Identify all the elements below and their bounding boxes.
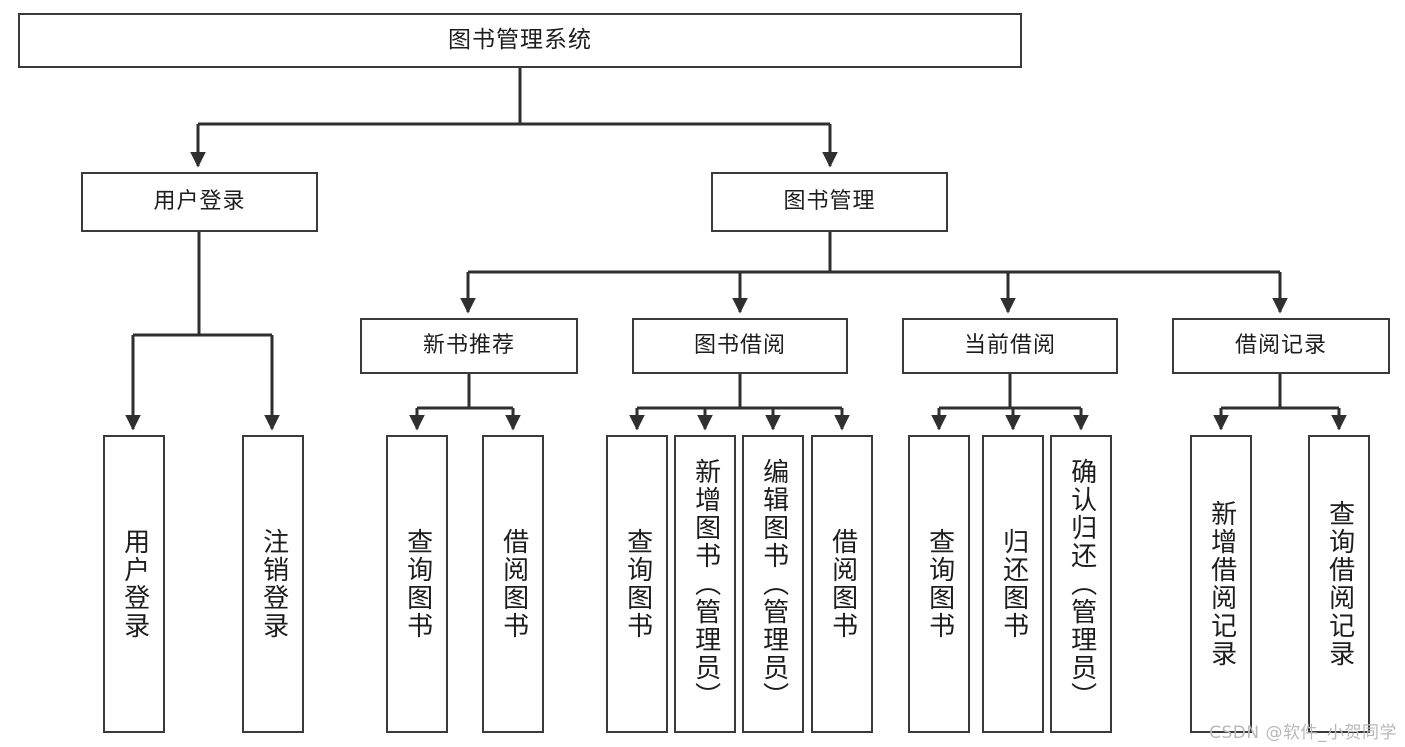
node-leaf-user-login-label: 用户登录 (119, 528, 150, 640)
node-leaf-query-book-3-label: 查询图书 (924, 528, 955, 640)
node-new-book-recommend[interactable]: 新书推荐 (360, 318, 578, 374)
node-root[interactable]: 图书管理系统 (18, 13, 1022, 68)
node-leaf-logout-label: 注销登录 (258, 528, 289, 640)
node-leaf-logout[interactable]: 注销登录 (242, 435, 304, 733)
node-leaf-return-book-label: 归还图书 (998, 528, 1029, 640)
node-book-manage[interactable]: 图书管理 (711, 172, 948, 232)
node-root-label: 图书管理系统 (448, 26, 592, 53)
node-book-borrow-label: 图书借阅 (693, 332, 786, 358)
node-leaf-query-book-1-label: 查询图书 (402, 528, 433, 640)
node-user-login[interactable]: 用户登录 (81, 172, 318, 232)
node-leaf-borrow-book-2[interactable]: 借阅图书 (811, 435, 873, 733)
node-leaf-add-book[interactable]: 新增图书（管理员） (674, 435, 736, 733)
node-leaf-add-record[interactable]: 新增借阅记录 (1190, 435, 1252, 733)
csdn-watermark: CSDN @软件_小贺同学 (1209, 723, 1397, 743)
node-leaf-query-record[interactable]: 查询借阅记录 (1308, 435, 1370, 733)
node-leaf-confirm-return[interactable]: 确认归还（管理员） (1050, 435, 1112, 733)
node-new-book-recommend-label: 新书推荐 (422, 332, 515, 358)
node-leaf-query-record-label: 查询借阅记录 (1324, 500, 1355, 668)
node-leaf-add-book-label: 新增图书（管理员） (690, 458, 721, 710)
node-borrow-record-label: 借阅记录 (1234, 332, 1327, 358)
node-leaf-add-record-label: 新增借阅记录 (1206, 500, 1237, 668)
node-leaf-return-book[interactable]: 归还图书 (982, 435, 1044, 733)
node-leaf-query-book-2-label: 查询图书 (622, 528, 653, 640)
node-user-login-label: 用户登录 (153, 188, 246, 214)
node-leaf-query-book-3[interactable]: 查询图书 (908, 435, 970, 733)
node-book-manage-label: 图书管理 (783, 188, 876, 214)
node-leaf-user-login[interactable]: 用户登录 (103, 435, 165, 733)
node-leaf-confirm-return-label: 确认归还（管理员） (1066, 458, 1097, 710)
node-leaf-query-book-1[interactable]: 查询图书 (386, 435, 448, 733)
node-leaf-borrow-book-1[interactable]: 借阅图书 (482, 435, 544, 733)
node-leaf-borrow-book-1-label: 借阅图书 (498, 528, 529, 640)
node-borrow-record[interactable]: 借阅记录 (1172, 318, 1390, 374)
node-leaf-edit-book[interactable]: 编辑图书（管理员） (742, 435, 804, 733)
node-leaf-query-book-2[interactable]: 查询图书 (606, 435, 668, 733)
node-book-borrow[interactable]: 图书借阅 (632, 318, 848, 374)
node-leaf-borrow-book-2-label: 借阅图书 (827, 528, 858, 640)
node-current-borrow[interactable]: 当前借阅 (902, 318, 1118, 374)
node-leaf-edit-book-label: 编辑图书（管理员） (758, 458, 789, 710)
node-current-borrow-label: 当前借阅 (963, 332, 1056, 358)
